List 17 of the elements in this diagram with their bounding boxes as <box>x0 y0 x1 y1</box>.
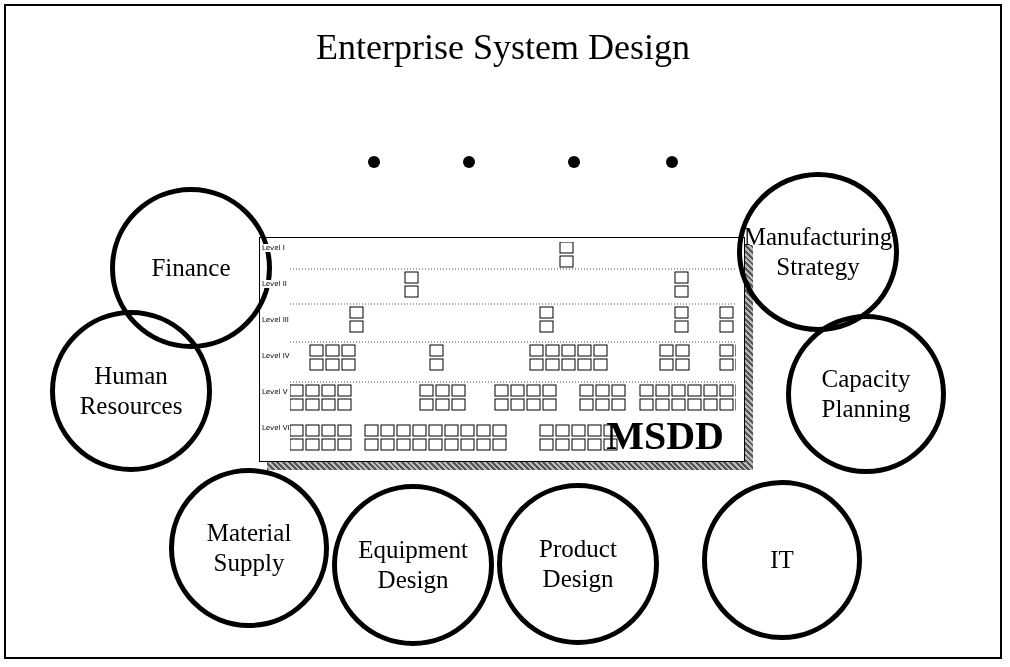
diagram-title: Enterprise System Design <box>315 26 691 68</box>
circle-label: Capacity Planning <box>820 364 912 424</box>
category-circle <box>786 314 946 474</box>
circle-label: Human Resources <box>78 361 184 421</box>
category-circle <box>737 172 899 332</box>
panel-title: MSDD <box>606 412 724 459</box>
circle-label: Finance <box>151 253 231 283</box>
circle-label: Equipment Design <box>357 535 469 595</box>
circle-label: IT <box>770 545 794 575</box>
category-circle <box>50 310 212 472</box>
circle-label: Material Supply <box>205 518 293 578</box>
category-circle <box>169 468 329 628</box>
circle-label: Product Design <box>538 534 618 594</box>
circle-label: Manufacturing Strategy <box>743 222 893 282</box>
category-circle <box>497 483 659 645</box>
category-circle <box>702 480 862 640</box>
category-circle <box>332 484 494 646</box>
